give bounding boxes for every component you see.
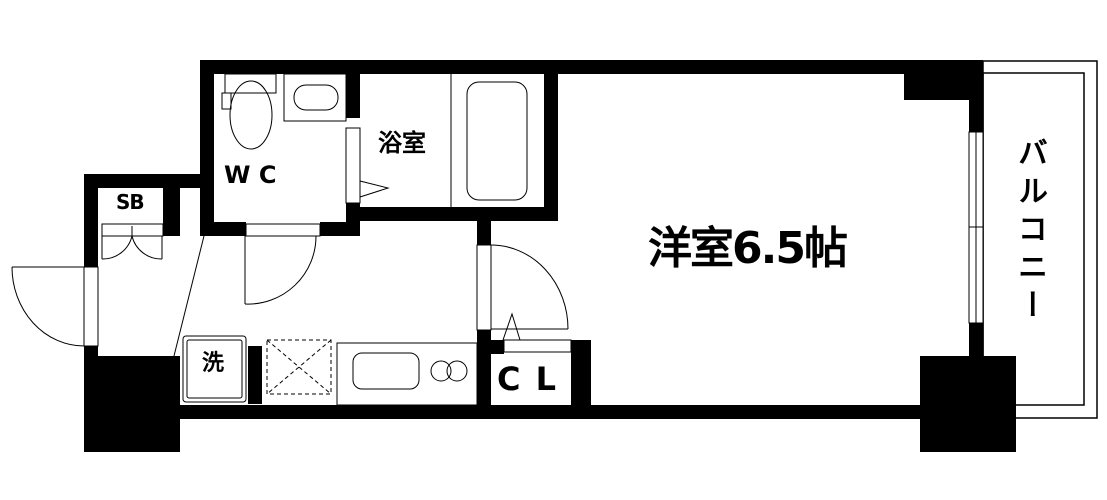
balcony-window bbox=[968, 131, 984, 324]
balcony-label: バルコニー bbox=[1012, 137, 1047, 327]
room-door bbox=[476, 244, 569, 331]
kitchen-counter bbox=[336, 342, 478, 406]
stove-burner-icon bbox=[430, 360, 452, 382]
closet-label: C L bbox=[497, 360, 559, 398]
bathtub-icon bbox=[450, 74, 528, 207]
refrigerator-space bbox=[266, 339, 332, 395]
closet-door bbox=[502, 312, 572, 353]
wc-door bbox=[244, 223, 321, 305]
washer-pan bbox=[182, 335, 247, 403]
wc-sink-icon bbox=[283, 73, 347, 122]
entrance-door bbox=[11, 266, 99, 347]
walls bbox=[84, 60, 1016, 452]
bathroom-label: 浴室 bbox=[378, 129, 426, 157]
entry-step-line bbox=[173, 235, 205, 357]
washer-label: 洗 bbox=[202, 351, 225, 376]
door-arrow-icon bbox=[359, 180, 390, 198]
main-room-label: 洋室6.5帖 bbox=[648, 223, 848, 274]
wc-label: W C bbox=[224, 161, 277, 189]
shoe-box-doors bbox=[101, 223, 164, 260]
toilet-icon bbox=[221, 73, 277, 150]
stove-burner-icon bbox=[446, 360, 468, 382]
bathroom-door bbox=[345, 127, 361, 204]
shoe-box-label: SB bbox=[116, 190, 145, 214]
